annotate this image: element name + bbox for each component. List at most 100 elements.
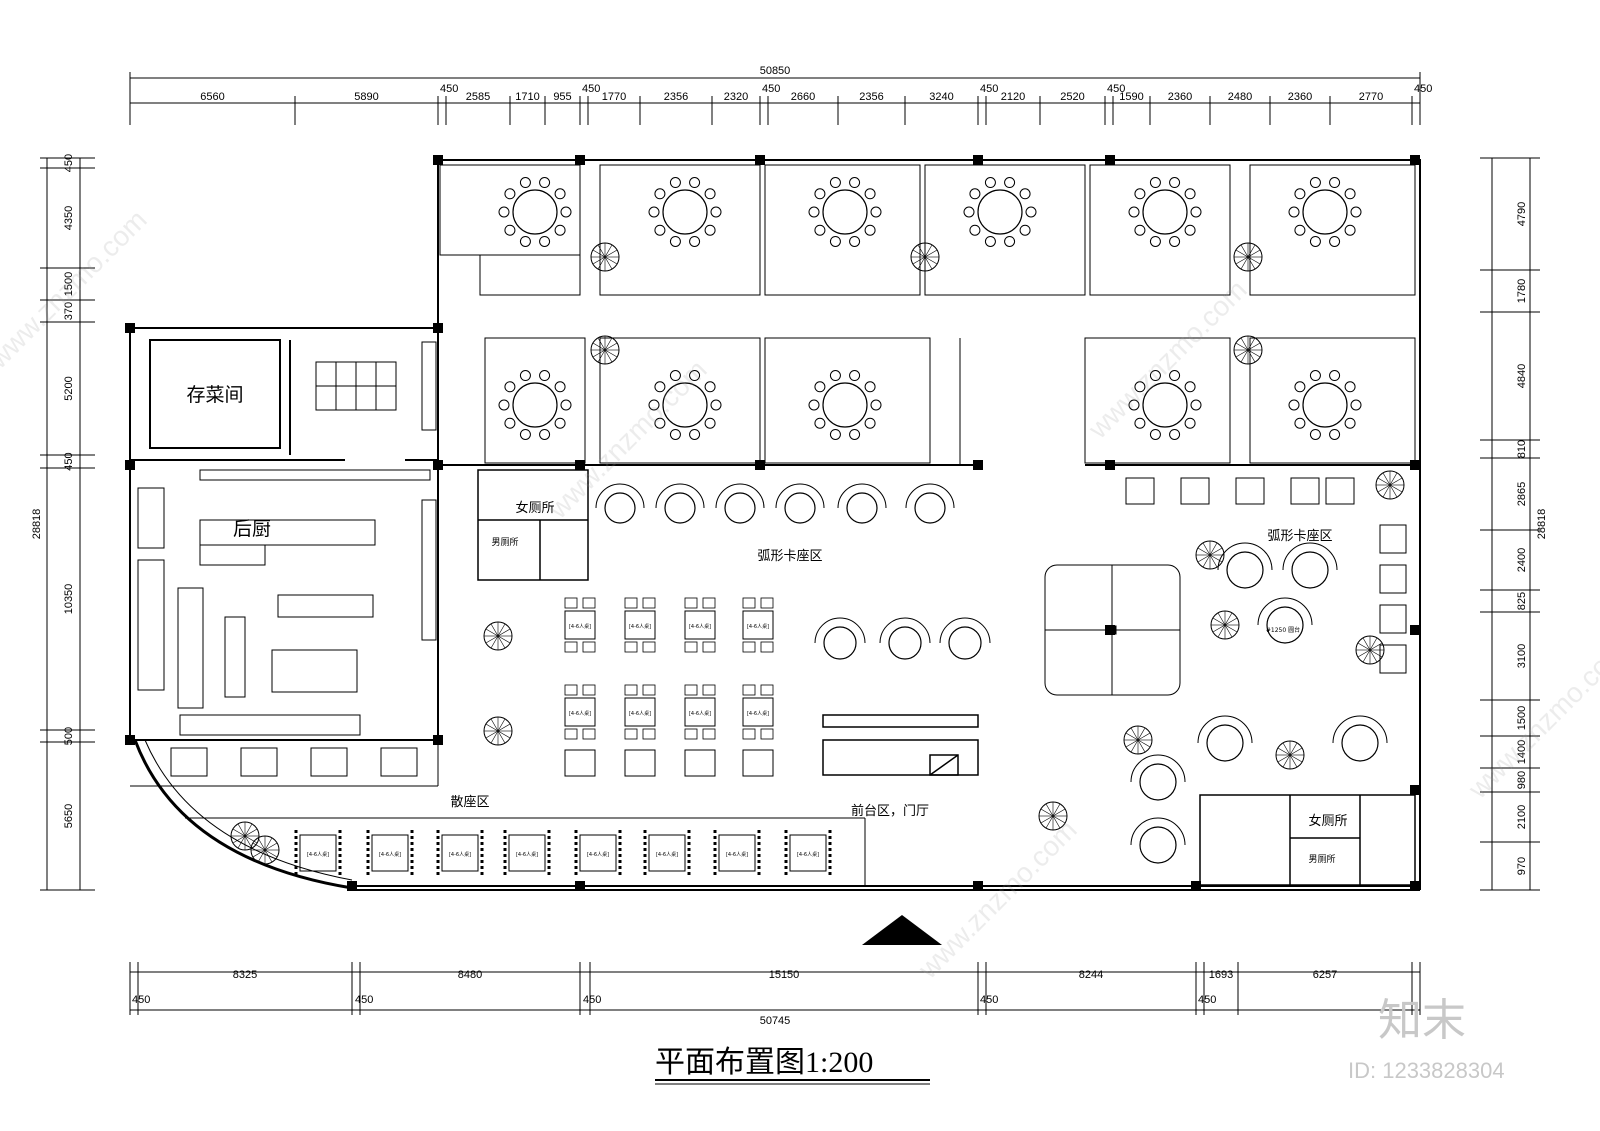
plant-leaf	[1052, 815, 1066, 824]
booth-seat	[1282, 542, 1338, 571]
dim-right-total: 28818	[1536, 509, 1548, 540]
column	[973, 460, 983, 470]
plant-leaf	[1217, 624, 1226, 638]
square-table	[371, 834, 409, 872]
plant-leaf	[1235, 349, 1249, 358]
chair	[624, 641, 638, 653]
dim-label: 2520	[1060, 91, 1084, 103]
plant-leaf	[497, 718, 506, 732]
dim-label: 6560	[200, 91, 224, 103]
top-dimensions	[129, 72, 1421, 125]
watermark-text: www.znzmo.com	[542, 354, 713, 525]
booth-seat	[837, 483, 887, 509]
chair	[564, 597, 578, 609]
chair	[1169, 177, 1181, 189]
chair	[808, 206, 820, 218]
column	[125, 323, 135, 333]
plant-leaf	[1240, 244, 1249, 258]
plant-leaf	[1247, 256, 1261, 265]
chair	[829, 428, 841, 440]
column	[433, 155, 443, 165]
round-table	[1302, 382, 1348, 428]
chair	[582, 684, 596, 696]
plant-leaf	[604, 256, 613, 270]
chair	[1309, 177, 1321, 189]
chair	[702, 728, 716, 740]
dim-label: 970	[1516, 857, 1528, 875]
square-table	[789, 834, 827, 872]
plant-leaf	[485, 628, 499, 637]
dim-label: 4350	[63, 206, 75, 230]
plant-leaf	[1209, 547, 1223, 556]
plant-leaf	[1202, 542, 1211, 556]
plant-leaf	[1382, 472, 1391, 486]
plant-leaf	[592, 256, 606, 265]
plant-leaf	[1389, 472, 1398, 486]
chair	[582, 597, 596, 609]
storage-room	[149, 339, 281, 449]
plant-leaf	[244, 835, 258, 844]
dim-label: 1500	[63, 272, 75, 296]
column	[125, 460, 135, 470]
plant-leaf	[257, 837, 266, 851]
square-table	[170, 747, 208, 777]
plant-leaf	[1357, 649, 1371, 658]
chair	[539, 235, 551, 247]
dim-label: 5650	[63, 804, 75, 828]
chair	[1344, 417, 1356, 429]
column	[755, 155, 765, 165]
plant-leaf	[244, 828, 258, 837]
column	[973, 155, 983, 165]
round-table	[822, 189, 868, 235]
dim-label: 450	[132, 994, 150, 1006]
dim-label: 450	[980, 994, 998, 1006]
chair	[1169, 370, 1181, 382]
plant-leaf	[232, 835, 246, 844]
plant-leaf	[1137, 739, 1146, 753]
plant-leaf	[1209, 542, 1218, 556]
dim-label: 2360	[1168, 91, 1192, 103]
chair	[742, 684, 756, 696]
chair	[984, 235, 996, 247]
dim-label: 3240	[929, 91, 953, 103]
dim-bottom-total: 50745	[760, 1015, 791, 1027]
column	[347, 881, 357, 891]
plant-leaf	[1282, 742, 1291, 756]
table-label: [4-6人桌]	[307, 851, 329, 858]
booth-table	[1291, 551, 1329, 589]
plant-decorations	[230, 242, 1405, 865]
chair	[498, 206, 510, 218]
chair	[814, 417, 826, 429]
chair	[969, 224, 981, 236]
chair	[814, 381, 826, 393]
square-table	[1379, 604, 1407, 634]
women-restroom-left-label: 女厕所	[515, 500, 554, 516]
plant-leaf	[912, 249, 926, 258]
kitchen-label: 后厨	[233, 518, 271, 540]
plant-leaf	[1212, 624, 1226, 633]
reception-label: 前台区，门厅	[851, 803, 929, 819]
storage-room-label: 存菜间	[186, 384, 243, 406]
round-table	[822, 382, 868, 428]
plant-leaf	[237, 823, 246, 837]
dim-label: 450	[63, 452, 75, 470]
dim-label: 1770	[602, 91, 626, 103]
plant-leaf	[1137, 739, 1151, 748]
plant-leaf	[485, 723, 499, 732]
booth-table	[1139, 763, 1177, 801]
chair	[654, 417, 666, 429]
plant-leaf	[604, 249, 618, 258]
chair	[742, 641, 756, 653]
plant-leaf	[1247, 342, 1261, 351]
plant-leaf	[257, 849, 266, 863]
dim-label: 5200	[63, 376, 75, 400]
dim-label: 450	[1107, 83, 1125, 95]
square-table	[1125, 477, 1155, 505]
plant-leaf	[917, 244, 926, 258]
plant-leaf	[592, 349, 606, 358]
dim-label: 1780	[1516, 279, 1528, 303]
women-restroom-right-label: 女厕所	[1308, 813, 1347, 829]
chair	[539, 428, 551, 440]
plant-leaf	[497, 628, 511, 637]
